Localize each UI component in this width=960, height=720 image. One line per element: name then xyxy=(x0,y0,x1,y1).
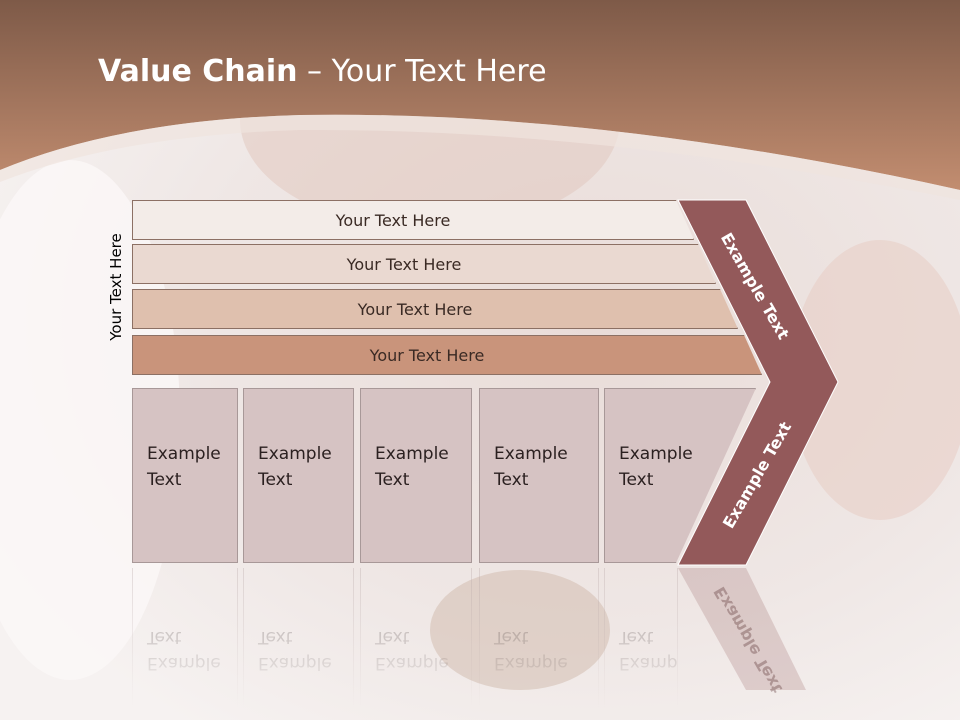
box-line1: Example xyxy=(258,444,332,464)
side-label: Your Text Here xyxy=(107,233,125,341)
support-row-label: Your Text Here xyxy=(357,299,473,319)
box-reflection: Example Text xyxy=(360,568,472,708)
box-line2: Text xyxy=(375,470,410,490)
reflection-line2: Text xyxy=(375,627,410,647)
box-line2: Text xyxy=(258,470,293,490)
box-reflection: Example Text xyxy=(243,568,354,708)
value-chain-chevron xyxy=(677,199,839,566)
reflection-line2: Text xyxy=(494,627,529,647)
support-row: Your Text Here xyxy=(132,244,716,284)
support-row: Your Text Here xyxy=(132,335,762,375)
slide-title: Value Chain – Your Text Here xyxy=(98,54,547,89)
reflection-line1: Example xyxy=(147,653,221,673)
box-reflection: Example Text xyxy=(479,568,599,708)
reflection-line1: Example xyxy=(619,653,693,673)
support-row: Your Text Here xyxy=(132,200,694,240)
reflection-line2: Text xyxy=(147,627,182,647)
reflection-line2: Text xyxy=(258,627,293,647)
box-reflection: Example Text xyxy=(604,568,693,708)
support-row-label: Your Text Here xyxy=(369,345,485,365)
reflection-line1: Example xyxy=(375,653,449,673)
box-line2: Text xyxy=(494,470,529,490)
title-bold: Value Chain xyxy=(98,54,298,89)
box-line1: Example xyxy=(147,444,221,464)
reflection-line2: Text xyxy=(619,627,654,647)
box-line1: Example xyxy=(375,444,449,464)
box-line1: Example xyxy=(619,444,693,464)
support-row-label: Your Text Here xyxy=(335,210,451,230)
reflection-line1: Example xyxy=(258,653,332,673)
support-row: Your Text Here xyxy=(132,289,738,329)
support-row-label: Your Text Here xyxy=(346,254,462,274)
box-reflection: Example Text xyxy=(132,568,238,708)
box-line1: Example xyxy=(494,444,568,464)
box-line2: Text xyxy=(147,470,182,490)
box-line2: Text xyxy=(619,470,654,490)
reflection-line1: Example xyxy=(494,653,568,673)
title-rest: – Your Text Here xyxy=(297,54,547,89)
